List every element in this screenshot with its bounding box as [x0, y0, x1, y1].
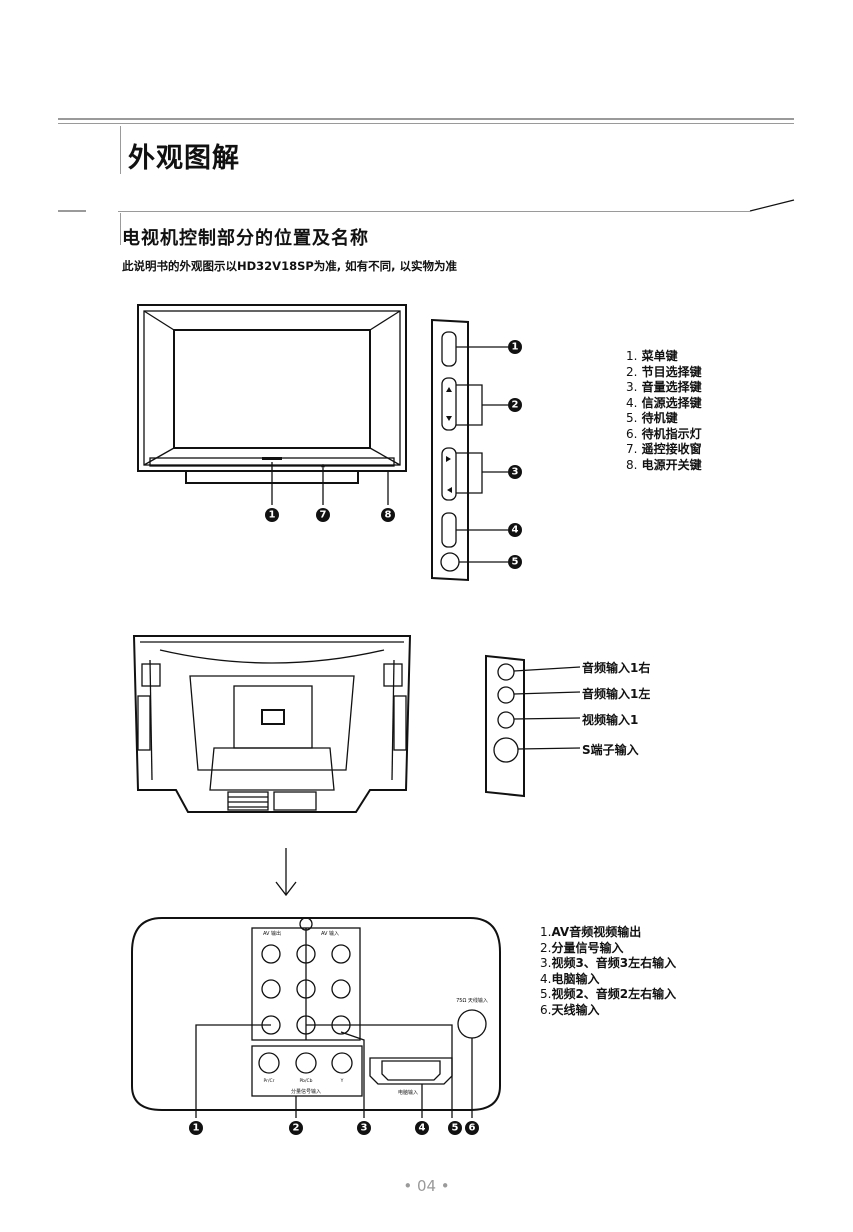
- svg-text:分量信号输入: 分量信号输入: [291, 1088, 321, 1095]
- section-subtitle: 此说明书的外观图示以HD32V18SP为准, 如有不同, 以实物为准: [122, 259, 458, 273]
- svg-text:电脑输入: 电脑输入: [398, 1089, 418, 1096]
- rear-connector-panel: AV 输出 AV 输入 Pr/Cr Pb/Cb Y 分量信号输入 电脑输入 75…: [131, 917, 501, 1118]
- antenna-jack: [457, 1009, 487, 1039]
- side-control-panel: [431, 318, 508, 582]
- callout-3-rear: 3: [357, 1121, 371, 1135]
- callout-2-rear: 2: [289, 1121, 303, 1135]
- legend-item: 4.电脑输入: [540, 971, 600, 986]
- svg-text:2: 2: [293, 1123, 300, 1134]
- legend-item: 5. 待机键: [626, 411, 678, 425]
- legend-item: 6. 待机指示灯: [626, 426, 702, 441]
- video-in-1-jack: [497, 711, 515, 729]
- section-title: 电视机控制部分的位置及名称: [122, 228, 369, 249]
- header-rule-top: [58, 118, 794, 120]
- audio-in-1-left-jack: [497, 686, 515, 704]
- section-rule: [118, 211, 750, 212]
- svg-text:AV 输入: AV 输入: [321, 930, 339, 937]
- callout-7-front: 7: [316, 508, 330, 522]
- side-input-label-video: 视频输入1: [582, 713, 639, 727]
- tv-front-diagram: [137, 304, 407, 505]
- svg-text:7: 7: [320, 510, 327, 521]
- svg-text:2: 2: [512, 400, 519, 411]
- legend-item: 1.AV音频视频输出: [540, 925, 642, 939]
- svg-text:4: 4: [512, 525, 519, 536]
- s-video-jack: [493, 737, 519, 763]
- callout-label: 1: [269, 510, 276, 521]
- legend-item: 7. 遥控接收窗: [626, 442, 702, 456]
- side-input-label-audio-left: 音频输入1左: [582, 687, 651, 701]
- callout-6-rear: 6: [465, 1121, 479, 1135]
- callout-5-side: 5: [508, 555, 522, 569]
- source-key: [441, 512, 457, 548]
- svg-text:1: 1: [512, 342, 519, 353]
- callout-2-side: 2: [508, 398, 522, 412]
- menu-key: [441, 331, 457, 367]
- section-divider-vertical: [120, 213, 121, 245]
- audio-in-1-right-jack: [497, 663, 515, 681]
- front-controls-legend: 1. 菜单键 2. 节目选择键 3. 音量选择键 4. 信源选择键 5. 待机键…: [626, 349, 702, 473]
- legend-item: 2.分量信号输入: [540, 940, 624, 955]
- callout-4-rear: 4: [415, 1121, 429, 1135]
- callout-1-rear: 1: [189, 1121, 203, 1135]
- legend-item: 6.天线输入: [540, 1002, 600, 1017]
- svg-text:Pb/Cb: Pb/Cb: [299, 1078, 312, 1084]
- volume-key: [441, 447, 457, 501]
- callout-3-side: 3: [508, 465, 522, 479]
- svg-text:4: 4: [419, 1123, 426, 1134]
- callout-5-rear: 5: [448, 1121, 462, 1135]
- svg-text:AV 输出: AV 输出: [263, 930, 281, 937]
- header-rule-top-thin: [58, 123, 794, 124]
- callout-1-side: 1: [508, 340, 522, 354]
- section-rule-tail: [749, 199, 795, 212]
- header-divider-vertical: [120, 126, 121, 174]
- side-av-input-panel: [485, 654, 581, 798]
- section-rule-left: [58, 210, 86, 212]
- callout-4-side: 4: [508, 523, 522, 537]
- legend-item: 1. 菜单键: [626, 349, 678, 363]
- side-input-label-audio-right: 音频输入1右: [582, 661, 651, 675]
- svg-text:5: 5: [512, 557, 519, 568]
- page-number: • 04 •: [403, 1177, 450, 1195]
- legend-item: 5.视频2、音频2左右输入: [540, 987, 677, 1001]
- svg-text:Y: Y: [340, 1078, 344, 1084]
- svg-text:1: 1: [193, 1123, 200, 1134]
- svg-text:3: 3: [512, 467, 519, 478]
- svg-text:5: 5: [452, 1123, 459, 1134]
- svg-text:Pr/Cr: Pr/Cr: [264, 1078, 275, 1084]
- page-title: 外观图解: [128, 143, 240, 174]
- standby-key: [440, 552, 460, 572]
- legend-item: 4. 信源选择键: [626, 395, 702, 410]
- callout-1-front: 1: [265, 508, 279, 522]
- callout-8-front: 8: [381, 508, 395, 522]
- legend-item: 3. 音量选择键: [626, 380, 702, 394]
- svg-text:6: 6: [469, 1123, 476, 1134]
- channel-key: [441, 377, 457, 431]
- rear-connectors-legend: 1.AV音频视频输出 2.分量信号输入 3.视频3、音频3左右输入 4.电脑输入…: [540, 925, 676, 1018]
- legend-item: 8. 电源开关键: [626, 457, 702, 472]
- down-arrow-icon: [275, 848, 297, 897]
- svg-text:3: 3: [361, 1123, 368, 1134]
- legend-item: 3.视频3、音频3左右输入: [540, 956, 677, 970]
- side-input-label-s-video: S端子输入: [582, 743, 639, 757]
- svg-text:8: 8: [385, 510, 392, 521]
- legend-item: 2. 节目选择键: [626, 364, 702, 379]
- svg-text:75Ω 天线输入: 75Ω 天线输入: [456, 997, 488, 1004]
- tv-back-diagram: [132, 635, 412, 813]
